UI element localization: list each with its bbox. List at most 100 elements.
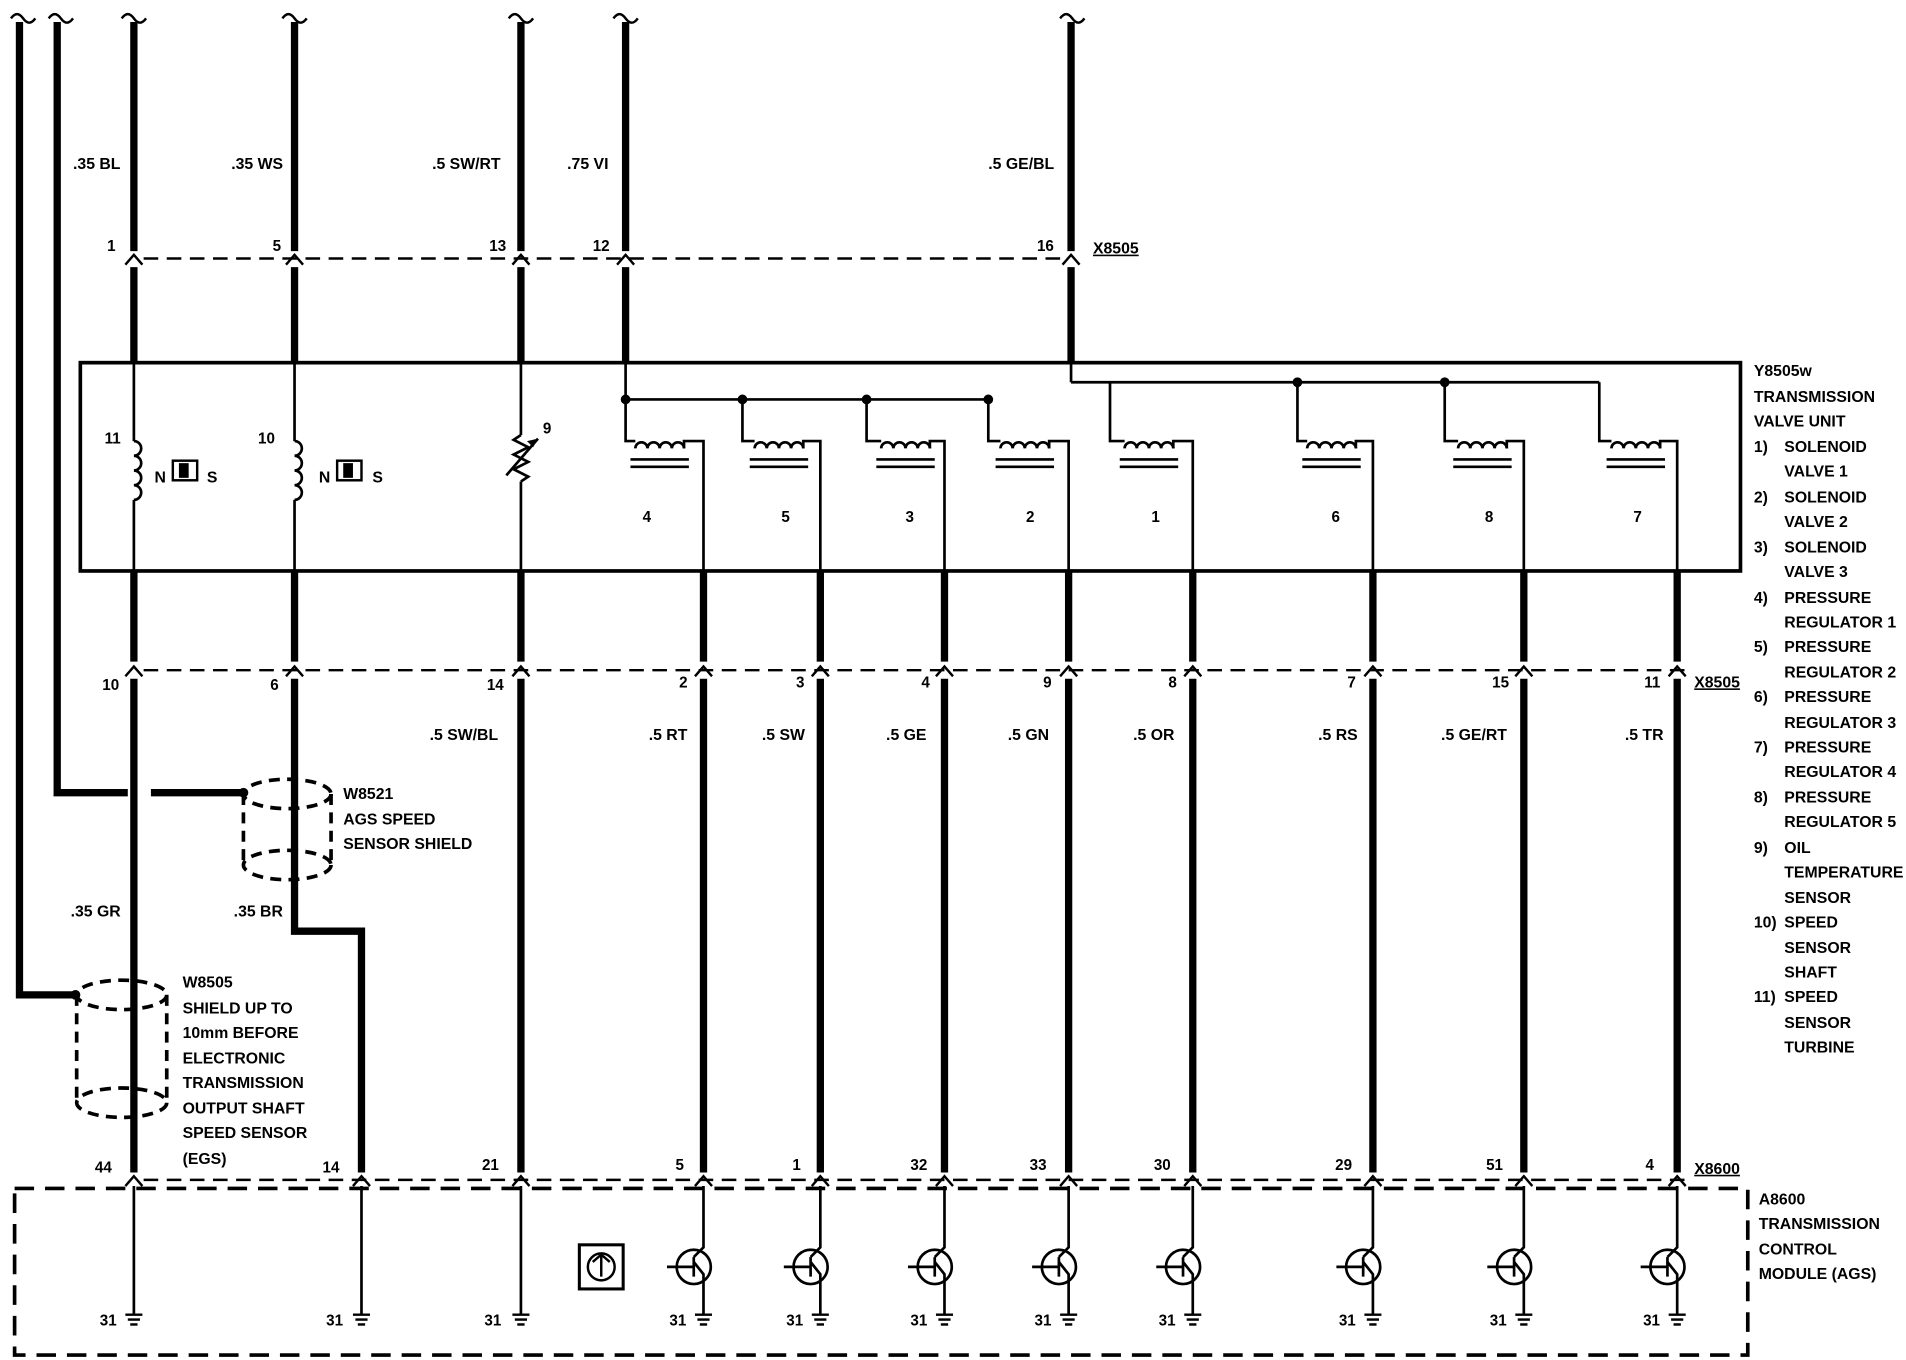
legend-num: 1) [1754,439,1768,456]
ground-label: 31 [484,1313,501,1330]
legend-text: SENSOR [1784,890,1851,907]
pin-label: 11 [1644,674,1661,691]
pin-label: 16 [1037,238,1054,255]
solenoid-2: 2 [986,399,1070,571]
transmission-control-module: A8600 TRANSMISSION CONTROL MODULE (AGS) [12,1186,1880,1357]
shield-label: TRANSMISSION [183,1075,304,1092]
legend-text: REGULATOR 2 [1784,665,1896,682]
pin-label: 7 [1347,674,1355,691]
solenoid-number: 1 [1151,509,1160,526]
solenoid-number: 3 [906,509,914,526]
wire-label-35ws: .35 WS [231,156,283,173]
transistor-icons [666,1186,1686,1314]
pin-label: 3 [796,674,804,691]
ground-label: 31 [1339,1313,1356,1330]
connector-label-x8600: X8600 [1694,1161,1740,1178]
solenoid-3: 3 [865,399,946,571]
pin-label: 21 [482,1157,499,1174]
valve-unit-title: VALVE UNIT [1754,413,1846,430]
sensor-number: 9 [543,421,551,438]
pin-label: 30 [1154,1157,1171,1174]
shield-w8521: W8521 AGS SPEED SENSOR SHIELD [238,777,472,882]
pin-label: 14 [323,1159,340,1176]
pin-label: 51 [1486,1157,1503,1174]
top-wire-labels: .35 BL .35 WS .5 SW/RT .75 VI .5 GE/BL [73,156,1054,173]
legend-text: SOLENOID [1784,489,1867,506]
ground-label: 31 [786,1313,803,1330]
shield-label: W8505 [183,974,233,991]
ground-label: 31 [326,1313,343,1330]
mid-wire-labels: .5 SW/BL .5 RT .5 SW .5 GE .5 GN .5 OR .… [71,727,1664,920]
wire-label: .5 GE/RT [1441,727,1507,744]
valve-unit-legend: Y8505w TRANSMISSION VALVE UNIT 1) SOLENO… [1754,363,1904,1056]
legend-text: TURBINE [1784,1039,1854,1056]
magnet-s: S [207,470,218,487]
wire-label: .5 RT [649,727,688,744]
valve-unit-title: Y8505w [1754,363,1813,380]
sensor-number: 11 [105,430,122,447]
legend-num: 8) [1754,789,1768,806]
pin-label: 4 [1646,1157,1655,1174]
ground-label: 31 [100,1313,117,1330]
shield-label: 10mm BEFORE [183,1025,299,1042]
speed-sensor-shaft: 10 N S [258,362,383,571]
wire-label-35br: .35 BR [234,903,284,920]
legend-num: 10) [1754,914,1777,931]
pin-label: 1 [107,238,116,255]
legend-text: OIL [1784,840,1811,857]
legend-text: PRESSURE [1784,590,1871,607]
solenoid-number: 5 [781,509,790,526]
shield-label: ELECTRONIC [183,1050,286,1067]
shield-label: (EGS) [183,1151,227,1168]
pin-label: 6 [270,677,278,694]
pin-label: 8 [1168,674,1177,691]
module-title: A8600 [1759,1191,1806,1208]
solenoid-6: 6 [1296,382,1375,571]
pin-label: 4 [921,674,930,691]
legend-num: 2) [1754,489,1768,506]
legend-text: REGULATOR 3 [1784,715,1896,732]
solenoid-1: 1 [1108,382,1195,571]
solenoid-7: 7 [1597,382,1679,571]
speed-sensor-turbine: 11 N S [105,362,218,571]
transmission-valve-unit: 11 N S 10 N S 9 [78,360,1743,573]
pin-label: 15 [1492,674,1509,691]
wire-label: .5 OR [1133,727,1175,744]
shield-w8505: W8505 SHIELD UP TO 10mm BEFORE ELECTRONI… [70,974,308,1168]
pin-label: 5 [273,238,282,255]
connector-x8600: 44 14 21 5 1 32 33 30 29 51 4 X8600 [95,1157,1740,1187]
legend-text: PRESSURE [1784,739,1871,756]
pin-label: 29 [1335,1157,1352,1174]
shield-label: SHIELD UP TO [183,1000,293,1017]
legend-text: SPEED [1784,914,1838,931]
wire-label: .5 GN [1008,727,1049,744]
solenoid-number: 4 [643,509,652,526]
wire-label-5swrt: .5 SW/RT [432,156,501,173]
wire-label-35bl: .35 BL [73,156,121,173]
pin-label: 32 [910,1157,927,1174]
legend-text: VALVE 3 [1784,564,1848,581]
pin-label: 14 [487,677,504,694]
shield-label: SPEED SENSOR [183,1125,308,1142]
legend-text: REGULATOR 4 [1784,764,1896,781]
legend-text: PRESSURE [1784,789,1871,806]
legend-num: 11) [1754,989,1776,1006]
connector-x8505-top: 1 5 13 12 16 X8505 [107,238,1139,266]
connector-label-x8505: X8505 [1694,674,1740,691]
legend-text: REGULATOR 5 [1784,814,1896,831]
legend-text: VALVE 2 [1784,514,1848,531]
pin-label: 5 [675,1157,684,1174]
legend-num: 9) [1754,840,1768,857]
magnet-n: N [319,470,330,487]
wire-label: .5 SW [762,727,805,744]
magnet-n: N [155,470,166,487]
legend-text: SOLENOID [1784,540,1867,557]
ground-icons [125,1313,1686,1326]
shield-label: W8521 [343,786,393,803]
pin-label: 44 [95,1159,112,1176]
legend-text: TEMPERATURE [1784,864,1903,881]
legend-text: SOLENOID [1784,439,1867,456]
junction-dots [620,377,1450,405]
ground-label: 31 [910,1313,927,1330]
module-title: MODULE (AGS) [1759,1266,1877,1283]
